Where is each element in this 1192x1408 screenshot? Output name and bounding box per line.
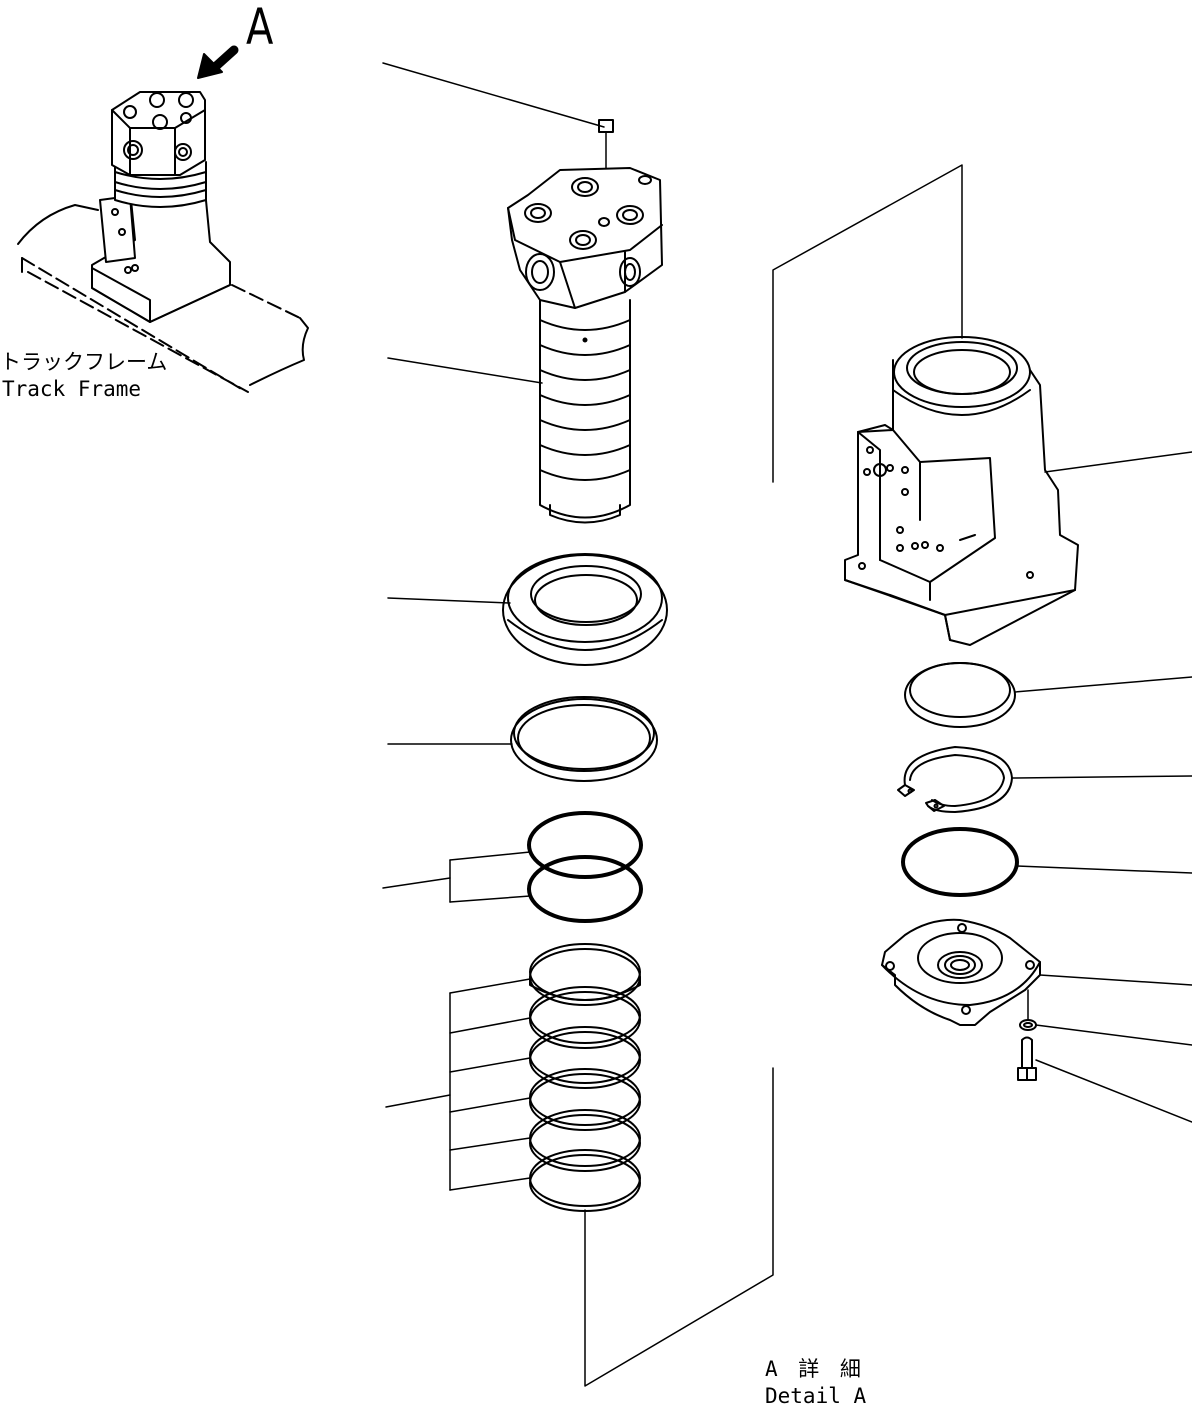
housing-part [845, 337, 1078, 645]
housing-ring-part [905, 663, 1015, 727]
housing-o-ring-part [903, 829, 1017, 895]
slide-ring-part [511, 697, 657, 781]
o-ring-pair [529, 813, 641, 921]
snap-ring-part [898, 747, 1012, 812]
center-column-parts [503, 120, 667, 1211]
detail-label-ja: A 詳 細 [765, 1357, 865, 1381]
detail-label-en: Detail A [765, 1384, 867, 1408]
rotor-head-part [508, 168, 662, 308]
seal-ring-stack [530, 944, 640, 1211]
leader-lines [383, 63, 1192, 1190]
cover-ring-part [503, 554, 667, 665]
track-frame-label-ja: トラックフレーム [0, 350, 168, 374]
overview-head [112, 92, 205, 175]
overview-base [92, 190, 230, 322]
bolt-part [1018, 1038, 1036, 1081]
washer-part [1020, 1020, 1036, 1030]
view-direction-label: A [246, 0, 274, 56]
detail-group-bracket [585, 165, 962, 1386]
overview-assembly [18, 50, 308, 392]
view-arrow-icon [198, 50, 234, 78]
right-column-parts [845, 337, 1078, 1080]
track-frame-outline [18, 205, 308, 392]
track-frame-label-en: Track Frame [2, 377, 142, 401]
end-cover-part [882, 920, 1040, 1025]
rotor-shaft-part [540, 300, 630, 523]
